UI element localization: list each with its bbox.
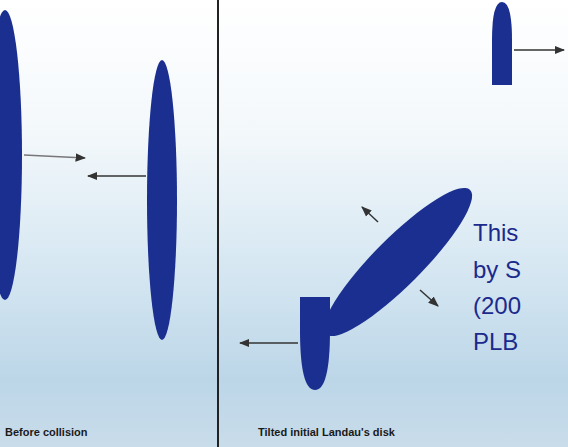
panel-caption: Tilted initial Landau's disk — [258, 426, 395, 439]
slide-text: This — [473, 219, 518, 247]
tilted-disk — [309, 173, 487, 351]
nucleus-disk — [147, 60, 177, 340]
slide-text: (200 — [473, 292, 521, 320]
slide-text: PLB — [473, 328, 518, 356]
motion-arrow — [514, 49, 564, 51]
slide-text: by S — [473, 256, 521, 284]
expansion-arrow — [362, 207, 378, 222]
motion-arrow — [240, 342, 298, 344]
expansion-arrow — [420, 290, 438, 306]
motion-arrow — [88, 175, 146, 177]
motion-arrow — [24, 155, 85, 158]
spectator-fragment — [492, 2, 512, 85]
divider-line — [217, 0, 219, 447]
panel-caption: Before collision — [5, 426, 88, 439]
spectator-fragment — [300, 297, 330, 390]
nucleus-disk — [0, 10, 22, 300]
